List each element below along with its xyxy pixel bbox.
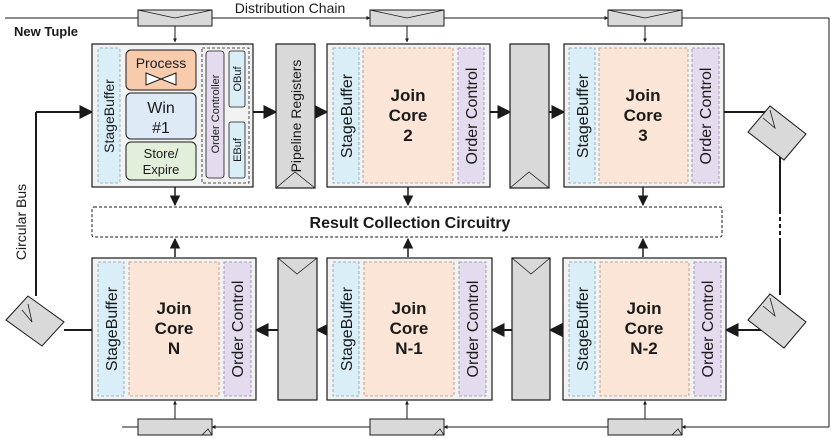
pipeline-register-4 — [511, 257, 551, 401]
core1-order-controller-group — [201, 47, 250, 184]
core1-process-block — [125, 49, 197, 91]
result-arrows — [169, 187, 649, 257]
coreN2-title-line2: Core — [625, 319, 664, 338]
pipeline-register-2 — [509, 43, 550, 189]
core1-ebuf-label: EBuf — [232, 137, 244, 162]
coreN1-title-line1: Join — [392, 299, 427, 318]
coreN-title-line3: N — [168, 339, 180, 358]
result-collection-circuitry: Result Collection Circuitry — [91, 206, 723, 238]
core1-order-controller-label: Order Controller — [210, 74, 222, 153]
pipeline-register-1: Pipeline Registers — [275, 43, 316, 189]
join-core-n: StageBuffer Join Core N Order Control — [91, 257, 257, 401]
coreN-order-control-label: Order Control — [230, 281, 247, 378]
core1-ebuf — [228, 121, 246, 179]
join-core-3: StageBuffer Join Core 3 Order Control — [563, 43, 725, 188]
distribution-register-bottom-2 — [369, 418, 445, 436]
core2-title-line2: Core — [389, 106, 428, 125]
coreN-stage-buffer-label: StageBuffer — [104, 286, 121, 371]
core2-title-line1: Join — [391, 86, 426, 105]
join-core-1: StageBuffer Process Win #1 Store/ Expire… — [91, 43, 254, 188]
core3-order-control-label: Order Control — [698, 68, 715, 165]
distribution-register-bottom-1 — [137, 418, 213, 436]
bus-register-left — [5, 295, 65, 347]
coreN-title-line2: Core — [155, 319, 194, 338]
bus-register-right-top — [747, 105, 807, 161]
core1-obuf-label: OBuf — [232, 66, 244, 92]
circular-bus-label: Circular Bus — [13, 184, 29, 260]
coreN1-stage-buffer-label: StageBuffer — [339, 286, 356, 371]
new-tuple-label: New Tuple — [14, 24, 78, 39]
distribution-chain-label: Distribution Chain — [235, 0, 346, 16]
distribution-register-top-1 — [137, 9, 213, 27]
coreN1-title-line2: Core — [390, 319, 429, 338]
core1-store-line1: Store/ — [144, 146, 179, 161]
core1-win-line2: #1 — [152, 120, 170, 137]
distribution-register-top-3 — [607, 9, 683, 27]
result-collection-label: Result Collection Circuitry — [310, 215, 511, 232]
core2-title-line3: 2 — [403, 126, 412, 145]
bus-register-right-bottom — [747, 293, 807, 349]
coreN2-title-line1: Join — [627, 299, 662, 318]
coreN1-title-line3: N-1 — [395, 339, 422, 358]
core1-win-block — [125, 92, 197, 140]
pipeline-register-3 — [277, 257, 318, 401]
distribution-register-bottom-3 — [607, 418, 683, 436]
join-core-n-2: StageBuffer Join Core N-2 Order Control — [562, 257, 727, 401]
core1-store-line2: Expire — [143, 162, 180, 177]
core3-title-line3: 3 — [638, 126, 647, 145]
coreN2-stage-buffer-label: StageBuffer — [575, 286, 592, 371]
core3-stage-buffer-label: StageBuffer — [575, 73, 592, 158]
core1-process-icon — [145, 72, 177, 86]
core2-order-control-label: Order Control — [464, 68, 481, 165]
distribution-chain — [5, 16, 830, 429]
coreN1-order-control-label: Order Control — [465, 281, 482, 378]
core2-stage-buffer-label: StageBuffer — [339, 73, 356, 158]
coreN2-order-control-label: Order Control — [700, 281, 717, 378]
core1-win-line1: Win — [147, 100, 175, 117]
core1-process-label: Process — [136, 55, 187, 71]
core1-stage-buffer-label: StageBuffer — [101, 79, 117, 153]
join-core-2: StageBuffer Join Core 2 Order Control — [326, 43, 491, 188]
join-core-n-1: StageBuffer Join Core N-1 Order Control — [326, 257, 493, 401]
core1-store-block — [125, 141, 197, 181]
core3-title-line1: Join — [626, 86, 661, 105]
core1-stage-buffer — [97, 47, 121, 184]
distribution-register-top-2 — [369, 9, 445, 27]
core1-obuf — [228, 50, 246, 108]
coreN2-title-line3: N-2 — [630, 339, 657, 358]
circular-bus — [35, 105, 781, 337]
coreN-title-line1: Join — [157, 299, 192, 318]
core3-title-line2: Core — [624, 106, 663, 125]
pipeline-registers-label: Pipeline Registers — [288, 60, 304, 173]
core1-order-controller — [205, 50, 225, 179]
